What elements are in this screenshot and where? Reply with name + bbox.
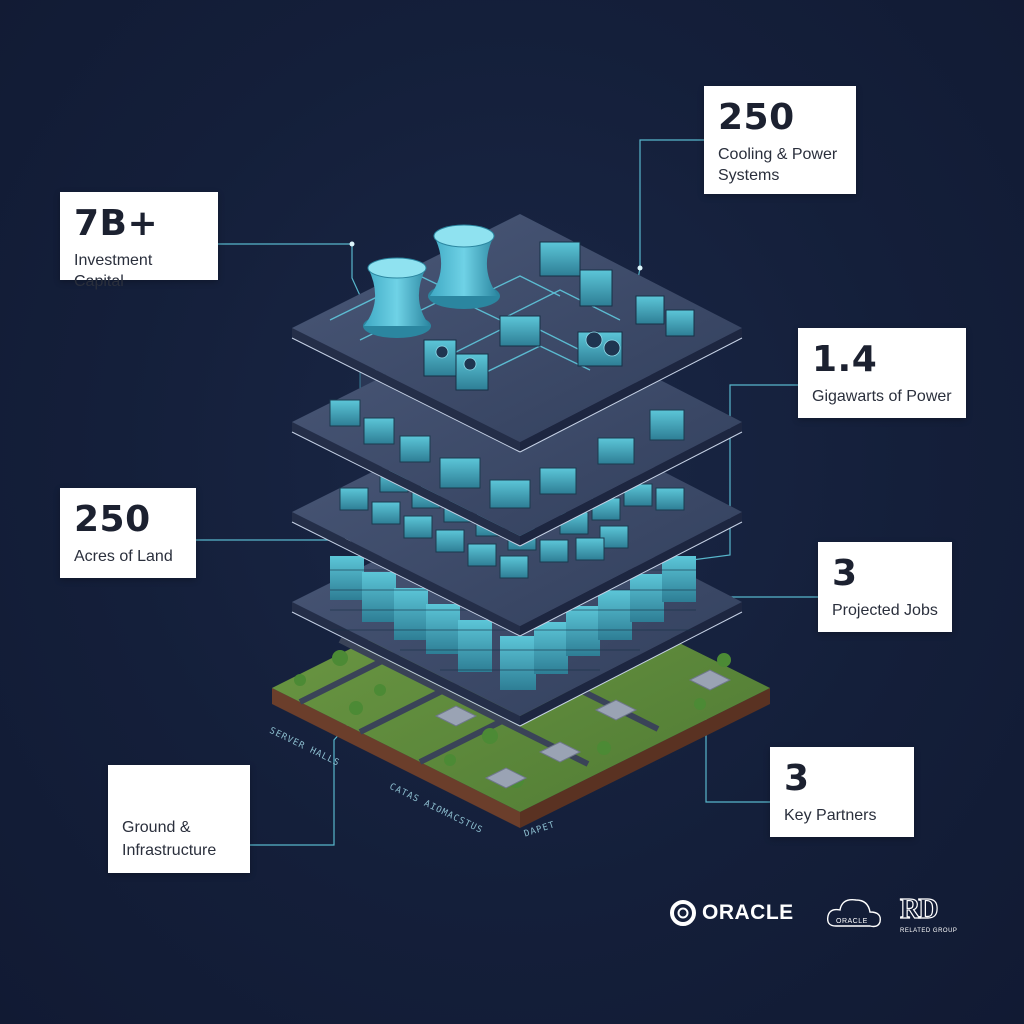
related-logo: RD RELATED GROUP <box>899 893 960 940</box>
ground-card: Ground & Infrastructure <box>108 765 250 873</box>
investment-value: 7B+ <box>74 203 159 244</box>
oracle-logo-text: ORACLE <box>702 901 794 924</box>
cooling-value: 250 <box>718 97 795 138</box>
oracle-cloud-text: ORACLE <box>836 918 868 925</box>
investment-label: Investment Capital <box>74 252 153 290</box>
related-logo-sub: RELATED GROUP <box>900 928 958 934</box>
investment-card: 7B+ Investment Capital <box>60 192 218 290</box>
power-label: Gigawarts of Power <box>812 388 952 405</box>
cooling-tower-left <box>363 257 431 338</box>
ground-label-line1: Ground & <box>122 819 191 836</box>
partners-card: 3 Key Partners <box>770 747 914 837</box>
oracle-ring-icon <box>670 900 696 926</box>
land-value: 250 <box>74 499 151 540</box>
cloud-icon <box>826 899 881 928</box>
land-card: 250 Acres of Land <box>60 488 196 578</box>
cooling-tower-right <box>428 224 500 309</box>
land-label: Acres of Land <box>74 548 173 565</box>
oracle-logo: ORACLE <box>668 898 794 928</box>
connector-lines <box>196 139 818 846</box>
ground-label-line2: Infrastructure <box>122 842 217 859</box>
cooling-label-line2: Systems <box>718 167 780 184</box>
jobs-card: 3 Projected Jobs <box>818 542 952 632</box>
oracle-cloud-logo: ORACLE <box>824 892 884 934</box>
jobs-label: Projected Jobs <box>832 602 938 619</box>
cooling-card: 250 Cooling & Power Systems <box>704 86 856 194</box>
related-logo-mark: RD <box>899 893 939 925</box>
partners-value: 3 <box>784 758 810 799</box>
jobs-value: 3 <box>832 553 858 594</box>
power-card: 1.4 Gigawarts of Power <box>798 328 966 418</box>
cooling-label-line1: Cooling & Power <box>718 146 838 163</box>
cooling-power-layer <box>291 214 743 453</box>
power-value: 1.4 <box>812 339 878 380</box>
partners-label: Key Partners <box>784 807 877 824</box>
